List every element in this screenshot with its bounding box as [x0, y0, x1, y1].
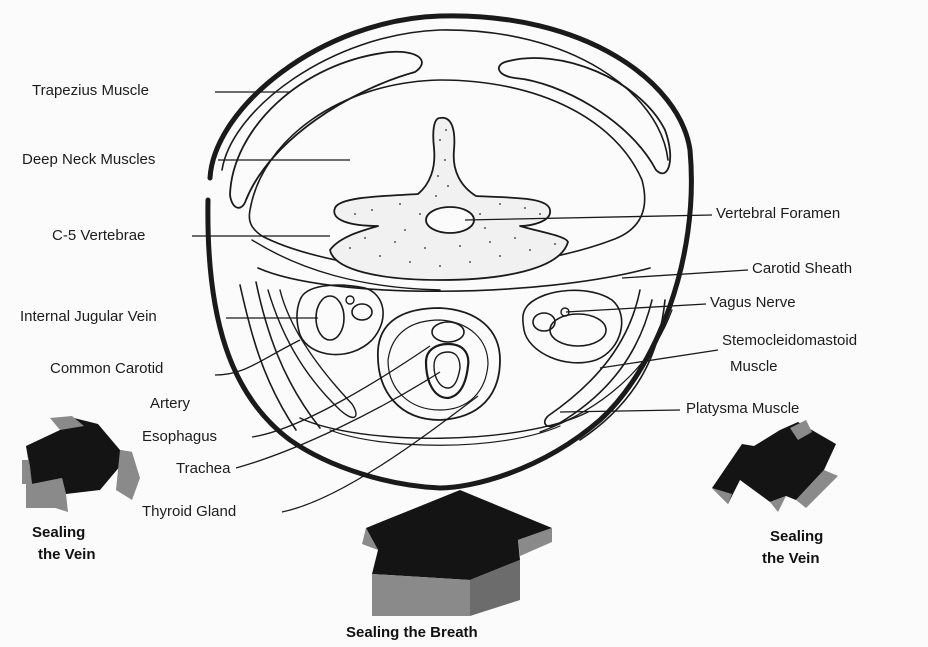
- label-c5-vertebrae: C-5 Vertebrae: [52, 227, 145, 245]
- label-artery: Artery: [150, 395, 190, 413]
- label-internal-jugular-vein: Internal Jugular Vein: [20, 308, 157, 326]
- label-vertebral-foramen: Vertebral Foramen: [716, 205, 840, 223]
- label-trachea: Trachea: [176, 460, 230, 478]
- left-sheath: [297, 285, 383, 354]
- label-carotid-sheath: Carotid Sheath: [752, 260, 852, 278]
- esophagus-shape: [432, 322, 464, 342]
- right-carotid-artery: [533, 313, 555, 331]
- trachea-lumen: [434, 352, 460, 388]
- trapezius-left: [230, 52, 422, 208]
- caption-right-line2: the Vein: [762, 550, 820, 568]
- left-carotid-artery: [352, 304, 372, 320]
- arrow-bottom-main: [362, 490, 552, 616]
- arrow-right-main: [712, 420, 838, 512]
- caption-left-line2: the Vein: [38, 546, 96, 564]
- right-sheath: [523, 290, 622, 363]
- label-platysma-muscle: Platysma Muscle: [686, 400, 799, 418]
- caption-bottom: Sealing the Breath: [346, 624, 478, 642]
- label-deep-neck-muscles: Deep Neck Muscles: [22, 151, 155, 169]
- visceral-compartment: [378, 308, 500, 420]
- label-thyroid-gland: Thyroid Gland: [142, 503, 236, 521]
- label-common-carotid: Common Carotid: [50, 360, 163, 378]
- label-sternocleidomastoid-muscle: Muscle: [730, 358, 778, 376]
- caption-right-line1: Sealing: [770, 528, 823, 546]
- label-vagus-nerve: Vagus Nerve: [710, 294, 796, 312]
- vertebra: [330, 118, 568, 280]
- left-jugular-vein: [316, 296, 344, 340]
- label-sternocleidomastoid: Stemocleidomastoid: [722, 332, 857, 350]
- arrow-left-main: [26, 416, 140, 512]
- label-trapezius-muscle: Trapezius Muscle: [32, 82, 149, 100]
- right-jugular-vein: [550, 314, 606, 346]
- label-esophagus: Esophagus: [142, 428, 217, 446]
- caption-left-line1: Sealing: [32, 524, 85, 542]
